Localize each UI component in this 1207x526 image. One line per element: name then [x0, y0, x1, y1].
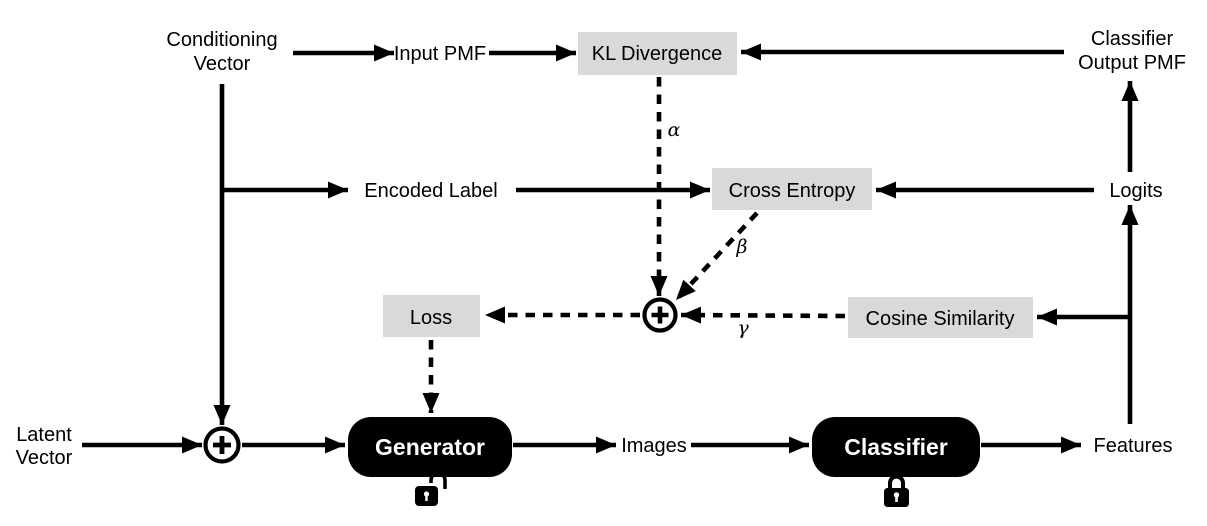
classifier-box: Classifier — [812, 417, 980, 477]
svg-text:Vector: Vector — [16, 447, 73, 469]
logits-node: Logits — [1109, 180, 1162, 202]
kl-divergence-label: KL Divergence — [592, 43, 722, 65]
svg-text:Images: Images — [621, 435, 687, 457]
cosine-similarity-label: Cosine Similarity — [866, 308, 1015, 330]
classifier-output-pmf-node: Classifier Output PMF — [1078, 28, 1186, 74]
unlock-icon — [415, 471, 447, 506]
edge-cosine-to-sum-gamma — [680, 306, 846, 324]
cross-entropy-box: Cross Entropy — [712, 168, 872, 210]
conditioning-vector-node: Conditioning Vector — [166, 29, 277, 75]
gamma-weight-label: γ — [737, 317, 749, 339]
edge-cross-entropy-to-sum-beta — [674, 211, 759, 302]
concat-sum-node-icon — [203, 426, 241, 464]
alpha-weight-label: α — [668, 119, 681, 141]
kl-divergence-box: KL Divergence — [578, 32, 737, 75]
beta-weight-label: β — [736, 236, 748, 258]
svg-text:Encoded Label: Encoded Label — [364, 180, 497, 202]
generator-label: Generator — [375, 434, 485, 460]
weighted-sum-node-icon — [642, 297, 678, 333]
svg-text:Logits: Logits — [1109, 180, 1162, 202]
loss-label: Loss — [410, 307, 452, 329]
latent-vector-node: Latent Vector — [16, 424, 73, 469]
svg-text:Latent: Latent — [16, 424, 72, 446]
classifier-label: Classifier — [844, 434, 948, 460]
lock-icon — [884, 474, 909, 507]
input-pmf-node: Input PMF — [394, 43, 486, 65]
cross-entropy-label: Cross Entropy — [729, 180, 856, 202]
svg-text:Output PMF: Output PMF — [1078, 52, 1186, 74]
svg-text:Classifier: Classifier — [1091, 28, 1174, 50]
images-node: Images — [621, 435, 687, 457]
svg-text:Input PMF: Input PMF — [394, 43, 486, 65]
svg-text:Vector: Vector — [194, 53, 251, 75]
svg-text:Features: Features — [1094, 435, 1173, 457]
cosine-similarity-box: Cosine Similarity — [848, 297, 1033, 338]
svg-text:Conditioning: Conditioning — [166, 29, 277, 51]
features-node: Features — [1094, 435, 1173, 457]
loss-box: Loss — [383, 295, 480, 337]
generator-box: Generator — [348, 417, 512, 477]
encoded-label-node: Encoded Label — [364, 180, 497, 202]
